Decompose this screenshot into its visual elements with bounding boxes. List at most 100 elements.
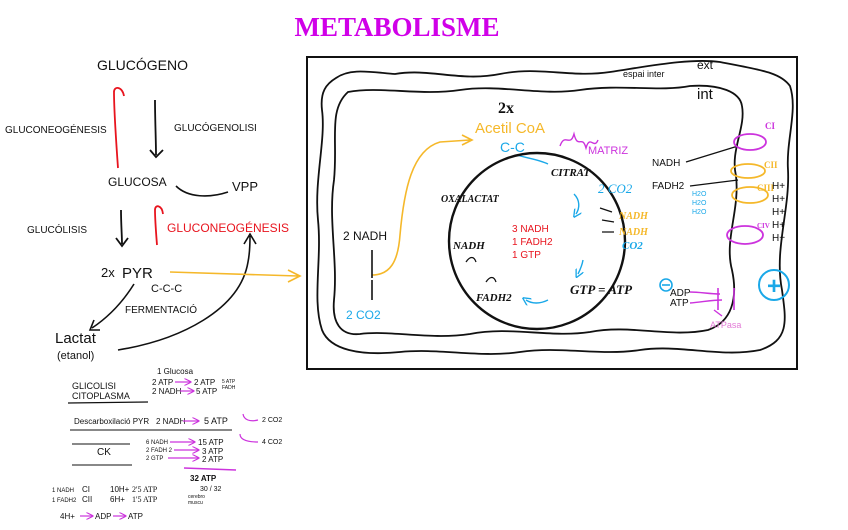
pyr-to-acetil-arrow bbox=[169, 269, 302, 283]
cycle-arrow-1 bbox=[574, 193, 579, 214]
note-ck-gtp: 2 GTP bbox=[146, 456, 163, 462]
vpp-curve bbox=[175, 185, 229, 197]
fermentacio-label: FERMENTACIÓ bbox=[125, 303, 197, 316]
note-glicolisi-underline bbox=[67, 401, 149, 404]
cycle-nadh-b: NADH bbox=[618, 211, 649, 222]
atpasa-minus-icon bbox=[659, 278, 673, 292]
h-plus-3: H+ bbox=[772, 207, 785, 218]
acetil-to-citrat-curve bbox=[515, 154, 549, 165]
complex-cii-label: CII bbox=[764, 160, 778, 170]
lactate-to-gluconeogenesis-curve bbox=[117, 232, 257, 351]
note-ck-nadh: 6 NADH bbox=[146, 440, 168, 446]
h2o-2: H2O bbox=[692, 200, 707, 207]
matriz-scribble bbox=[559, 131, 599, 151]
cycle-arrow-3 bbox=[526, 300, 549, 303]
pyr-multiplier: 2x bbox=[101, 265, 115, 280]
plus-sign: + bbox=[767, 273, 781, 300]
note-glucosa: 1 Glucosa bbox=[157, 367, 194, 376]
note-total-line bbox=[183, 467, 237, 471]
fadh2-to-cii-line bbox=[689, 179, 739, 187]
note-glic-nadh-result: 5 ATP bbox=[196, 387, 217, 396]
note-row1-b: CI bbox=[82, 485, 90, 494]
int-label: int bbox=[697, 86, 714, 103]
note-descarbox: Descarboxilació PYR bbox=[74, 417, 149, 426]
note-row2-b: CII bbox=[82, 495, 92, 504]
inner-membrane bbox=[331, 84, 744, 337]
matriz-label: MATRIZ bbox=[588, 145, 628, 157]
cell-box bbox=[306, 56, 798, 370]
espai-inter-label: espai inter bbox=[623, 69, 665, 79]
cycle-arrow-2 bbox=[578, 259, 584, 274]
pyr-formula: C-C-C bbox=[151, 283, 182, 295]
page-title: METABOLISME bbox=[294, 12, 499, 42]
note-row2-c: 6H+ bbox=[110, 495, 125, 504]
note-row1-c: 10H+ bbox=[110, 485, 130, 494]
co2-left-label: 2 CO2 bbox=[346, 308, 381, 322]
glucolisis-arrow bbox=[115, 209, 129, 248]
complex-civ bbox=[726, 225, 764, 245]
note-ratio-1: cerebro bbox=[188, 494, 205, 500]
cycle-yield-2: 1 FADH2 bbox=[512, 237, 553, 248]
outer-membrane bbox=[316, 60, 794, 355]
nadh-to-ci-line bbox=[685, 145, 739, 163]
note-glic-side-2: FADH bbox=[222, 385, 236, 391]
gluconeogenesis-arrow-red bbox=[113, 87, 125, 169]
note-row2-d: 1'5 ATP bbox=[132, 495, 158, 504]
atpasa-bar-3 bbox=[713, 309, 723, 317]
complex-civ-label: CIV bbox=[757, 222, 770, 230]
note-row3-c: ATP bbox=[128, 512, 143, 521]
cycle-nadh-c: NADH bbox=[618, 227, 649, 238]
cycle-tick-2 bbox=[485, 276, 497, 283]
fadh2-right-label: FADH2 bbox=[652, 181, 685, 192]
complex-ci bbox=[733, 133, 767, 151]
note-descarbox-nadh: 2 NADH bbox=[156, 417, 186, 426]
note-ck-gtp-result: 2 ATP bbox=[202, 455, 223, 464]
cycle-yield-3: 1 GTP bbox=[512, 250, 541, 261]
glucogeno-label: GLUCÓGENO bbox=[97, 57, 188, 73]
h-plus-5: H+ bbox=[772, 233, 785, 244]
gluconeogenesis-arrow-red-2 bbox=[154, 205, 164, 246]
etanol-label: (etanol) bbox=[57, 350, 94, 362]
cycle-co2-b: CO2 bbox=[622, 240, 643, 252]
oxalactat-label: OXALACTAT bbox=[441, 194, 500, 205]
note-row1-a: 1 NADH bbox=[52, 488, 74, 494]
glucolisis-label: GLUCÓLISIS bbox=[27, 223, 87, 236]
note-ratio-2: muscu bbox=[188, 500, 203, 506]
h-plus-2: H+ bbox=[772, 194, 785, 205]
note-glic-atp-result: 2 ATP bbox=[194, 378, 215, 387]
h-plus-4: H+ bbox=[772, 220, 785, 231]
h2o-3: H2O bbox=[692, 209, 707, 216]
fermentation-arrow bbox=[88, 283, 135, 331]
note-glic-side-1: 5 ATP bbox=[222, 379, 236, 385]
note-descarbox-co2: 2 CO2 bbox=[262, 417, 282, 424]
cycle-tick-1 bbox=[465, 256, 477, 263]
note-row2-a: 1 FADH2 bbox=[52, 498, 77, 504]
note-ck-fadh-result: 3 ATP bbox=[202, 447, 223, 456]
note-ck-co2: 4 CO2 bbox=[262, 439, 282, 446]
note-ck-co2-arrow bbox=[239, 433, 259, 443]
atpasa-label: ATPasa bbox=[710, 320, 741, 330]
glucogenolisi-arrow bbox=[149, 99, 164, 159]
krebs-cycle-circle bbox=[447, 151, 627, 331]
cycle-fadh2-label: FADH2 bbox=[475, 292, 512, 304]
nadh-right-label: NADH bbox=[652, 158, 680, 169]
vpp-label: VPP bbox=[232, 179, 258, 194]
acetil-multiplier: 2x bbox=[498, 100, 514, 117]
cycle-nadh-a: NADH bbox=[452, 240, 485, 252]
h-plus-1: H+ bbox=[772, 181, 785, 192]
acetil-formula: C-C bbox=[500, 139, 525, 155]
note-glicolisi-1: GLICOLISI bbox=[72, 381, 116, 391]
glucogenolisi-label: GLUCÓGENOLISI bbox=[174, 121, 257, 134]
citrat-label: CITRAT bbox=[551, 167, 591, 179]
note-ck-nadh-result: 15 ATP bbox=[198, 438, 224, 447]
cycle-yield-1: 3 NADH bbox=[512, 224, 549, 235]
note-row3-a: 4H+ bbox=[60, 512, 75, 521]
note-glic-atp: 2 ATP bbox=[152, 378, 173, 387]
note-ck: CK bbox=[97, 447, 111, 458]
gluconeogenesis-red-label: GLUCONEOGÉNESIS bbox=[167, 220, 289, 235]
complex-ci-label: CI bbox=[765, 121, 775, 131]
adp-label: ADP bbox=[670, 288, 691, 299]
pyr-label: PYR bbox=[122, 265, 153, 282]
glucosa-label: GLUCOSA bbox=[108, 175, 167, 189]
h2o-1: H2O bbox=[692, 191, 707, 198]
